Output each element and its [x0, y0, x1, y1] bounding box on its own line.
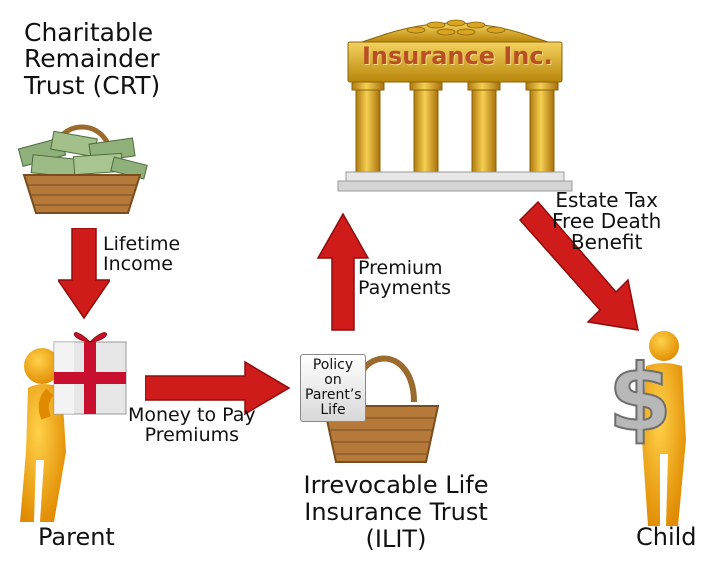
- lifetime-income-label: Lifetime Income: [103, 233, 181, 275]
- cash-bills: [17, 130, 148, 180]
- child-figure-with-dollar: $: [602, 330, 712, 530]
- parent-label: Parent: [38, 523, 115, 551]
- child-label: Child: [636, 523, 697, 551]
- arrow-down-crt-to-parent: [58, 228, 110, 320]
- premium-payments-label: Premium Payments: [358, 257, 452, 299]
- money-to-pay-label: Money to Pay Premiums: [128, 404, 256, 446]
- ilit-label: Irrevocable Life Insurance Trust (ILIT): [303, 471, 489, 553]
- money-basket-illustration: [12, 105, 152, 217]
- arrow-right-to-ilit: [145, 360, 291, 416]
- insurance-building-illustration: [326, 10, 584, 195]
- insurer-sign: Insurance Inc.: [362, 42, 553, 70]
- arrow-up-to-insurer: [316, 212, 370, 332]
- death-benefit-label: Estate Tax Free Death Benefit: [552, 188, 662, 254]
- svg-text:$: $: [608, 345, 672, 452]
- arrow-diagonal-to-child: [516, 200, 642, 332]
- policy-card: Policy on Parent’s Life: [300, 354, 366, 423]
- parent-figure-with-gift: [10, 322, 140, 528]
- crt-label: Charitable Remainder Trust (CRT): [24, 18, 161, 100]
